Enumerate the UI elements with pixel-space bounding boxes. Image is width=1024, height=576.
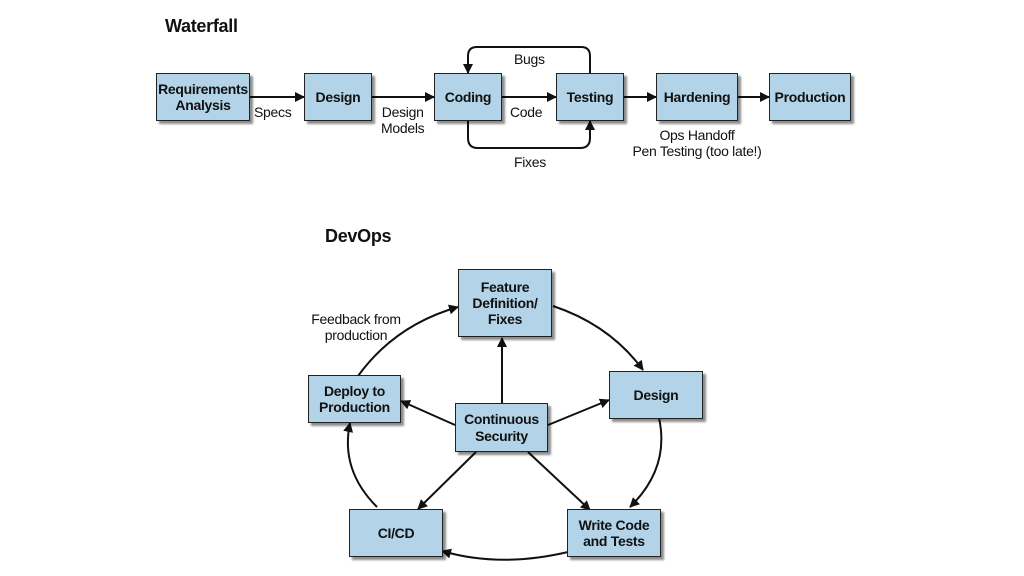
node-devops-design: Design bbox=[609, 371, 703, 419]
devops-title: DevOps bbox=[325, 226, 392, 246]
arrow-feature-design bbox=[552, 305, 644, 371]
node-production: Production bbox=[769, 73, 851, 121]
arrow-writecode-cicd bbox=[441, 548, 569, 561]
label-feedback-from-production: Feedback from production bbox=[311, 311, 401, 344]
arrow-security-writecode bbox=[527, 451, 591, 511]
label-code: Code bbox=[510, 104, 543, 120]
node-hardening: Hardening bbox=[656, 73, 738, 121]
arrow-security-deploy bbox=[400, 400, 456, 426]
arrow-bugs-loop bbox=[463, 46, 591, 74]
label-design-models: Design Models bbox=[381, 104, 425, 137]
arrow-security-design bbox=[547, 398, 610, 426]
label-hardening-notes: Ops Handoff Pen Testing (too late!) bbox=[632, 127, 762, 160]
label-bugs: Bugs bbox=[514, 51, 545, 67]
node-feature-definition: Feature Definition/ Fixes bbox=[458, 269, 552, 337]
node-cicd: CI/CD bbox=[349, 509, 443, 557]
node-write-code-tests: Write Code and Tests bbox=[567, 509, 661, 557]
node-waterfall-design: Design bbox=[304, 73, 372, 121]
node-continuous-security: Continuous Security bbox=[455, 403, 548, 452]
arrow-design-writecode bbox=[629, 417, 663, 508]
arrow-fixes-loop bbox=[467, 120, 595, 149]
node-requirements-analysis: Requirements Analysis bbox=[156, 73, 250, 121]
node-testing: Testing bbox=[556, 73, 624, 121]
label-specs: Specs bbox=[254, 104, 292, 120]
waterfall-title: Waterfall bbox=[165, 16, 238, 36]
label-fixes: Fixes bbox=[514, 154, 546, 170]
node-coding: Coding bbox=[434, 73, 502, 121]
arrow-security-cicd bbox=[417, 451, 477, 510]
arrow-cicd-deploy bbox=[343, 422, 378, 508]
node-deploy-production: Deploy to Production bbox=[308, 375, 401, 423]
arrow-deploy-feature bbox=[357, 304, 459, 377]
